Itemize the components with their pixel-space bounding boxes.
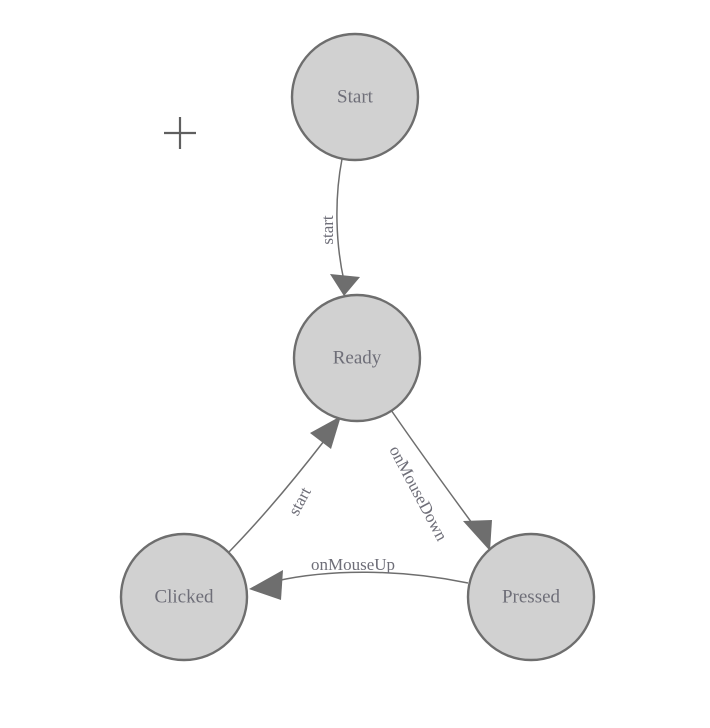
edge-path-pressed-to-clicked xyxy=(275,571,469,584)
node-circle-ready xyxy=(292,293,422,423)
arrowhead-into-pressed-from-ready xyxy=(463,520,492,551)
node-pressed[interactable]: Pressed xyxy=(466,532,596,662)
edge-label-ready-to-pressed: onMouseDown xyxy=(385,443,451,545)
node-start[interactable]: Start xyxy=(290,32,420,162)
edge-label-clicked-to-ready: start xyxy=(284,484,315,519)
node-ready[interactable]: Ready xyxy=(292,293,422,423)
node-label-pressed: Pressed xyxy=(502,586,561,607)
node-label-start: Start xyxy=(337,86,374,107)
node-clicked[interactable]: Clicked xyxy=(119,532,249,662)
node-circle-clicked xyxy=(119,532,249,662)
edge-ready-to-pressed[interactable]: onMouseDown xyxy=(385,409,492,551)
edge-start-to-ready[interactable]: start xyxy=(318,158,360,296)
edge-path-start-to-ready xyxy=(336,158,345,282)
edge-clicked-to-ready[interactable]: start xyxy=(227,416,341,554)
node-circle-start xyxy=(290,32,420,162)
edge-label-pressed-to-clicked: onMouseUp xyxy=(311,555,395,574)
arrowhead-into-clicked-from-pressed xyxy=(249,570,283,600)
node-label-clicked: Clicked xyxy=(154,586,214,607)
arrowhead-into-ready-from-clicked xyxy=(310,416,341,449)
crosshair-icon xyxy=(164,117,196,149)
node-label-ready: Ready xyxy=(333,347,382,368)
node-circle-pressed xyxy=(466,532,596,662)
edge-path-clicked-to-ready xyxy=(227,440,325,554)
edge-pressed-to-clicked[interactable]: onMouseUp xyxy=(249,555,469,600)
arrowhead-into-ready-from-start xyxy=(330,274,360,296)
edge-label-start-to-ready: start xyxy=(318,215,337,245)
